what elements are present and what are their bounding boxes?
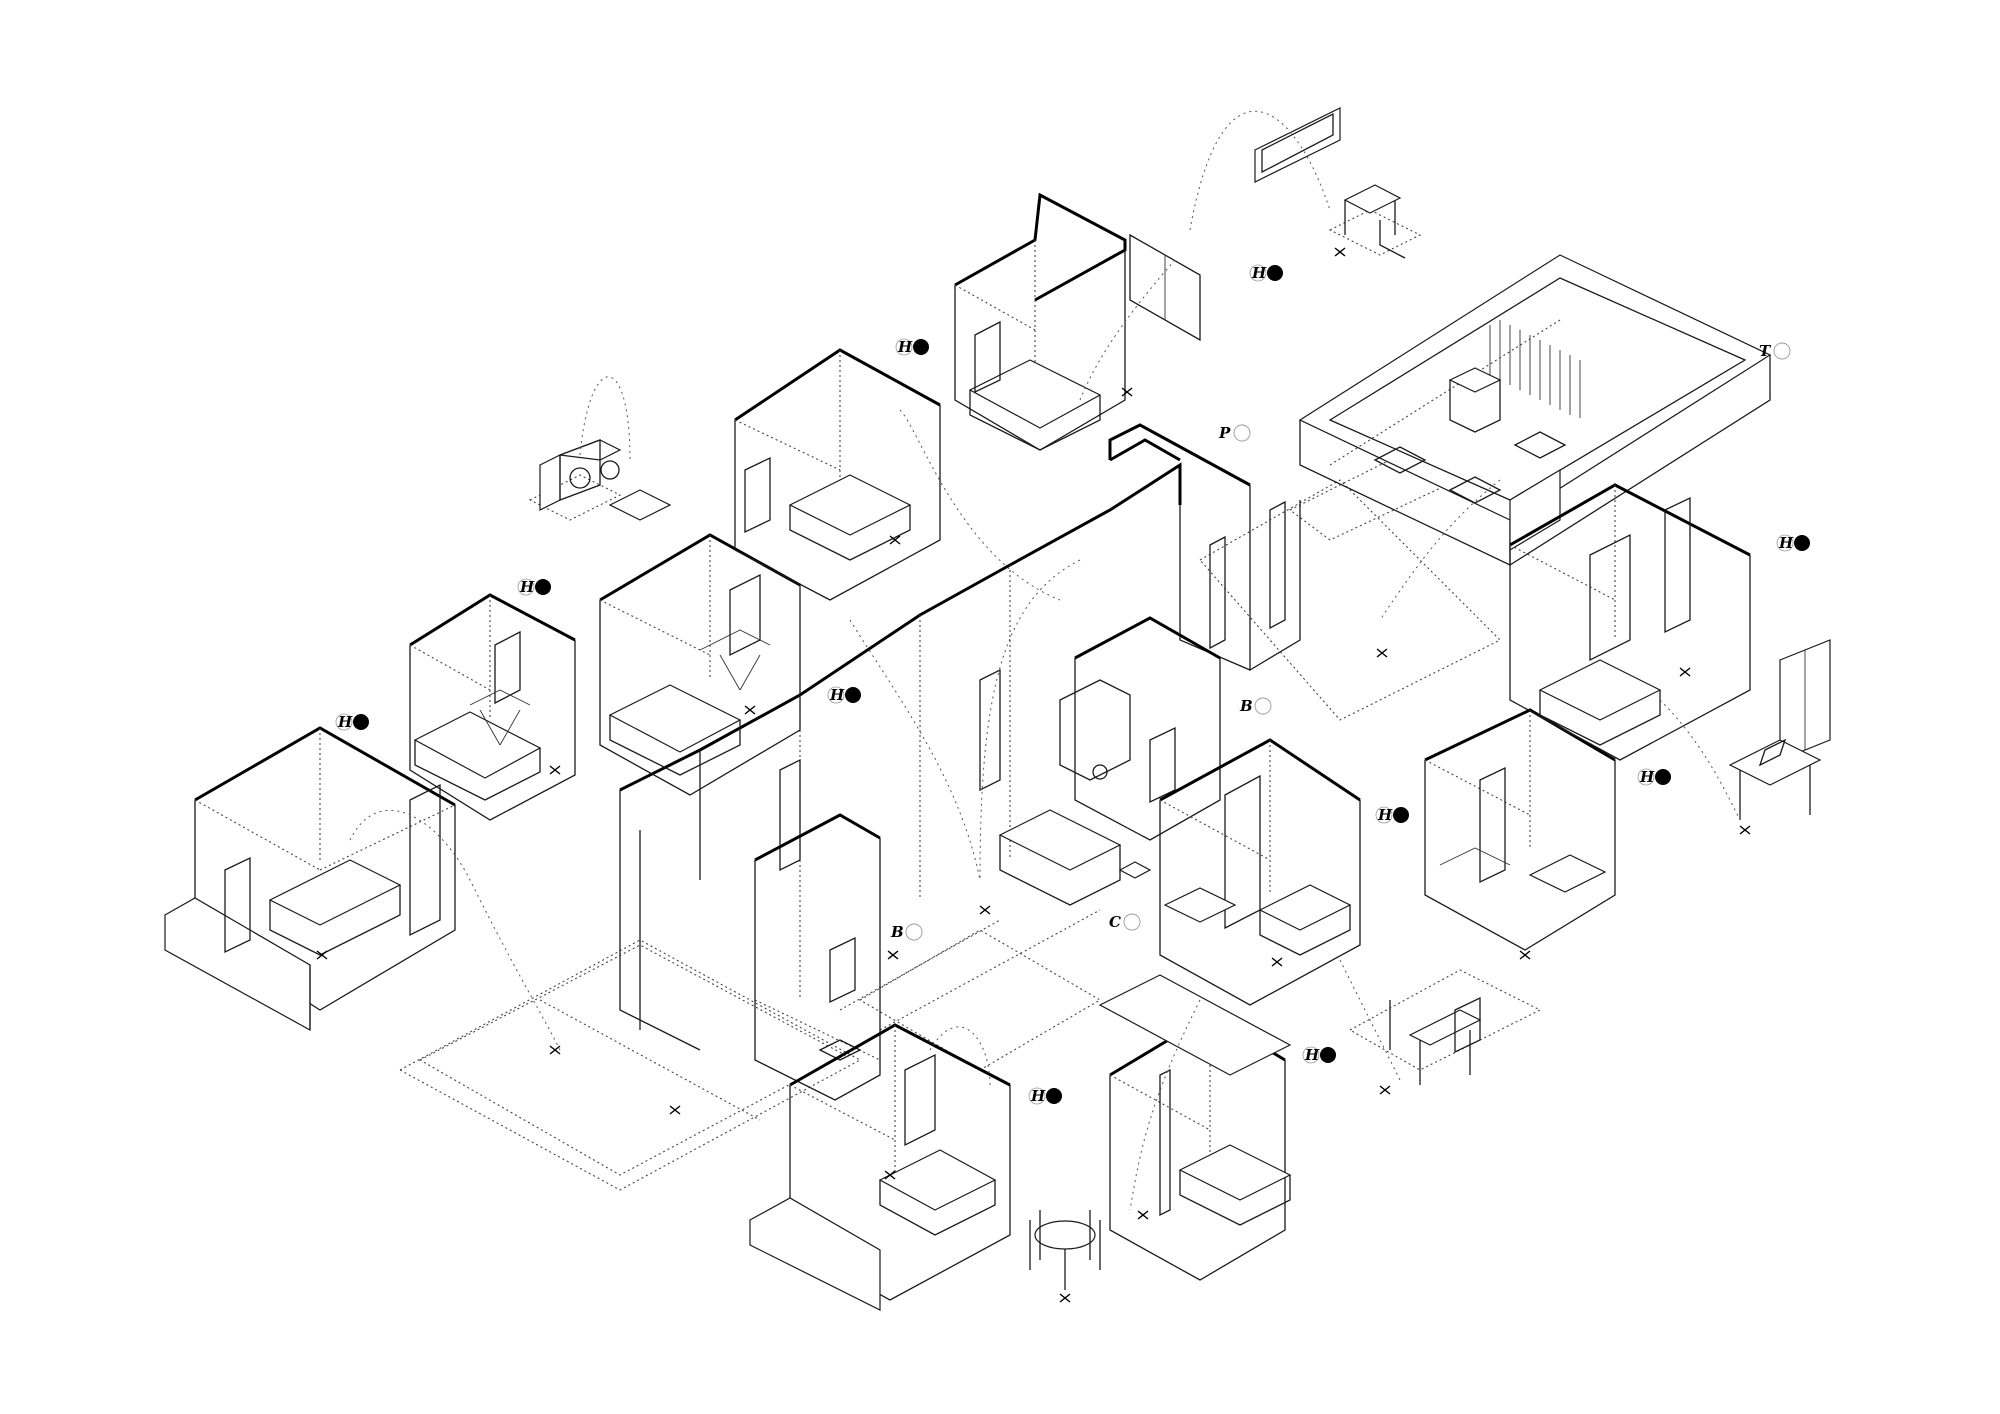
terrace-railing [1489,320,1581,418]
room-bottom-balcony [749,1023,1011,1311]
laundry-appliances [539,376,672,521]
room-bottom-right [1098,974,1292,1281]
workspace-desk [1728,639,1831,820]
svg-text:H: H [519,578,535,596]
dashed-arcs [849,259,1741,1211]
marker-dot-empty [1773,342,1791,360]
x-markers [316,247,1751,1303]
svg-text:H: H [1251,264,1267,282]
marker-h[interactable]: H [1302,1046,1336,1064]
marker-dot-filled [1393,807,1409,823]
ground-outlines [398,209,1542,1191]
svg-text:B: B [890,923,904,941]
marker-dot-empty [1254,697,1272,715]
dining-table-set [1029,1210,1101,1290]
room-label-markers: H H H H H H H [335,264,1810,1105]
svg-text:H: H [1639,768,1655,786]
room-center-right [1159,738,1361,1006]
marker-dot-filled [1320,1047,1336,1063]
marker-h[interactable]: H [827,686,861,704]
marker-h[interactable]: H [1375,806,1409,824]
floor-grid-tiles [1373,431,1567,504]
svg-text:H: H [1030,1087,1046,1105]
marker-h[interactable]: H [1637,768,1671,786]
marker-dot-filled [1794,535,1810,551]
marker-dot-filled [913,339,929,355]
desk-bottom-right [1389,996,1482,1085]
marker-p[interactable]: P [1218,424,1251,442]
marker-h[interactable]: H [1249,264,1283,282]
room-bedroom-4 [734,348,941,601]
marker-dot-filled [1046,1088,1062,1104]
svg-text:H: H [1377,806,1393,824]
room-bedroom-5 [954,192,1201,451]
bathroom-center [754,813,881,1101]
marker-dot-empty [1233,424,1251,442]
marker-h[interactable]: H [895,338,929,356]
marker-h[interactable]: H [517,578,551,596]
central-corridor [619,423,1301,1051]
terrace-block [1298,254,1772,567]
marker-dot-filled [1655,769,1671,785]
marker-h[interactable]: H [1776,534,1810,552]
svg-text:C: C [1109,913,1121,931]
room-left-balcony [164,726,561,1051]
marker-b[interactable]: B [890,923,923,941]
marker-h[interactable]: H [335,713,369,731]
svg-text:H: H [1304,1046,1320,1064]
marker-t[interactable]: T [1759,342,1791,360]
marker-dot-empty [905,923,923,941]
marker-dot-empty [1123,913,1141,931]
marker-c[interactable]: C [1109,913,1141,931]
room-right-upper [1509,483,1751,761]
svg-text:H: H [897,338,913,356]
marker-dot-filled [1267,265,1283,281]
marker-b[interactable]: B [1239,697,1272,715]
svg-text:T: T [1759,342,1772,360]
svg-text:H: H [829,686,845,704]
marker-dot-filled [535,579,551,595]
kitchen-area [998,616,1221,906]
marker-dot-filled [353,714,369,730]
svg-text:H: H [337,713,353,731]
desk-chairs-top [1189,107,1406,259]
svg-text:B: B [1239,697,1253,715]
svg-text:P: P [1218,424,1231,442]
marker-dot-filled [845,687,861,703]
room-right-middle [1424,708,1616,951]
svg-text:H: H [1778,534,1794,552]
room-bedroom-2 [409,593,576,821]
marker-h[interactable]: H [1028,1087,1062,1105]
